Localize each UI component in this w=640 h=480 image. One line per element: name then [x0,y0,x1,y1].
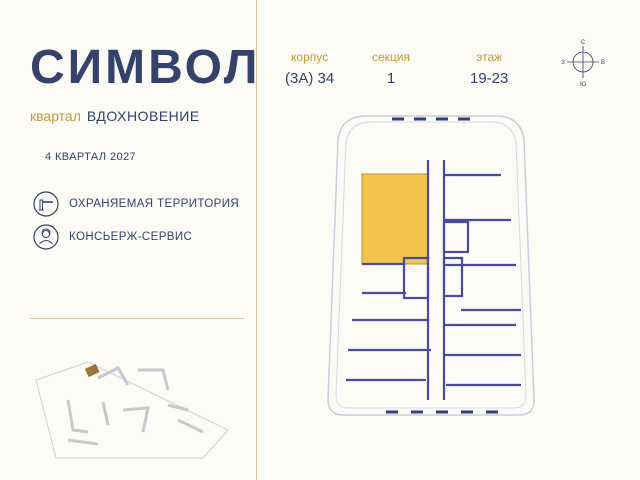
korpus-value: (3А) 34 [285,70,335,87]
floor-plan [327,115,535,416]
korpus-block: корпус (3А) 34 [285,50,334,87]
compass-east: В [601,60,605,66]
floor-label: этаж [476,50,503,64]
district-line: квартал ВДОХНОВЕНИЕ [30,108,200,124]
section-label: секция [372,50,410,64]
district-label: квартал [30,108,81,124]
compass-icon: С Ю З В [561,40,605,88]
minimap-current-building [84,363,100,378]
completion-date: 4 КВАРТАЛ 2027 [45,151,137,163]
feature-concierge-text: КОНСЬЕРЖ-СЕРВИС [69,231,193,243]
section-value: 1 [386,70,396,87]
feature-concierge: КОНСЬЕРЖ-СЕРВИС [33,224,192,250]
korpus-label: корпус [291,50,329,64]
site-minimap [35,361,229,459]
brand-logo: СИМВОЛ [30,41,261,94]
floor-value: 19-23 [470,70,509,87]
barrier-icon [33,191,59,217]
feature-security: ОХРАНЯЕМАЯ ТЕРРИТОРИЯ [33,191,239,217]
floor-block: этаж 19-23 [470,50,508,87]
concierge-icon [33,224,59,250]
feature-security-text: ОХРАНЯЕМАЯ ТЕРРИТОРИЯ [69,198,240,210]
compass-south: Ю [580,82,586,88]
section-block: секция 1 [372,50,410,87]
horizontal-divider [30,318,244,319]
selected-apartment[interactable] [361,173,429,265]
compass-west: З [561,60,565,66]
vertical-divider [256,0,257,480]
compass-north: С [581,40,586,46]
district-name: ВДОХНОВЕНИЕ [86,108,200,124]
